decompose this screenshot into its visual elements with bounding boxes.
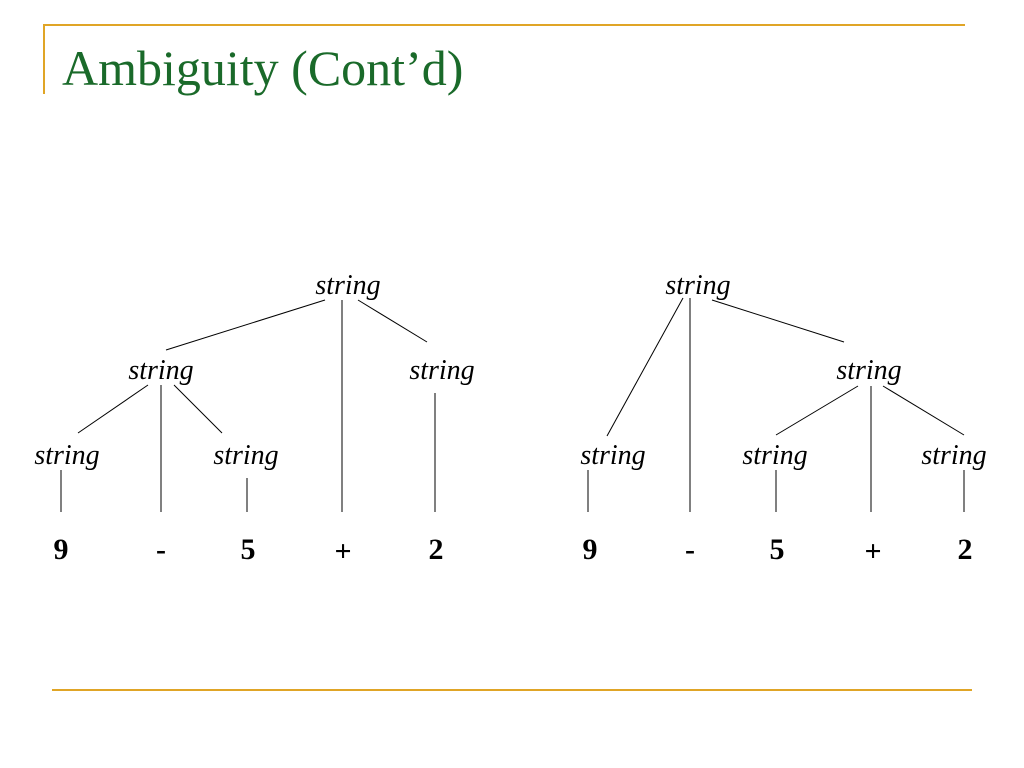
tree1-node-root: string [315, 270, 380, 301]
tree1-leaf-2: 2 [429, 533, 444, 566]
parse-tree-left: string string string string string 9 - 5… [34, 270, 474, 568]
tree2-node-low-left: string [580, 440, 645, 471]
tree2-node-low-mid: string [742, 440, 807, 471]
tree2-leaf-plus: + [864, 535, 881, 568]
tree1-node-low-right: string [213, 440, 278, 471]
tree1-leaf-minus: - [156, 533, 166, 566]
tree1-edge-mid-left [77, 384, 149, 434]
tree1-leaf-9: 9 [54, 533, 69, 566]
tree2-edge-mid-left [775, 385, 859, 436]
tree2-node-low-right: string [921, 440, 986, 471]
tree1-leaf-plus: + [334, 535, 351, 568]
tree2-node-root: string [665, 270, 730, 301]
tree2-edge-mid-right [882, 385, 965, 436]
top-rule [43, 24, 965, 26]
tree2-leaf-2: 2 [958, 533, 973, 566]
tree1-node-low-left: string [34, 440, 99, 471]
left-rule [43, 24, 45, 94]
bottom-rule [52, 689, 972, 691]
tree1-leaf-5: 5 [241, 533, 256, 566]
parse-tree-right: string string string string string 9 - 5… [580, 270, 986, 568]
tree2-edge-root-string-left [606, 297, 684, 437]
tree1-edge-root-string-right [357, 299, 428, 343]
tree2-edge-root-string-right [711, 299, 845, 343]
tree2-node-mid-right: string [836, 355, 901, 386]
tree2-leaf-5: 5 [770, 533, 785, 566]
tree2-leaf-9: 9 [583, 533, 598, 566]
tree1-node-mid-right: string [409, 355, 474, 386]
tree2-leaf-minus: - [685, 533, 695, 566]
slide-title: Ambiguity (Cont’d) [62, 40, 464, 96]
tree1-node-mid-left: string [128, 355, 193, 386]
tree1-edge-root-string [165, 299, 326, 351]
tree1-edge-mid-right [173, 384, 223, 434]
